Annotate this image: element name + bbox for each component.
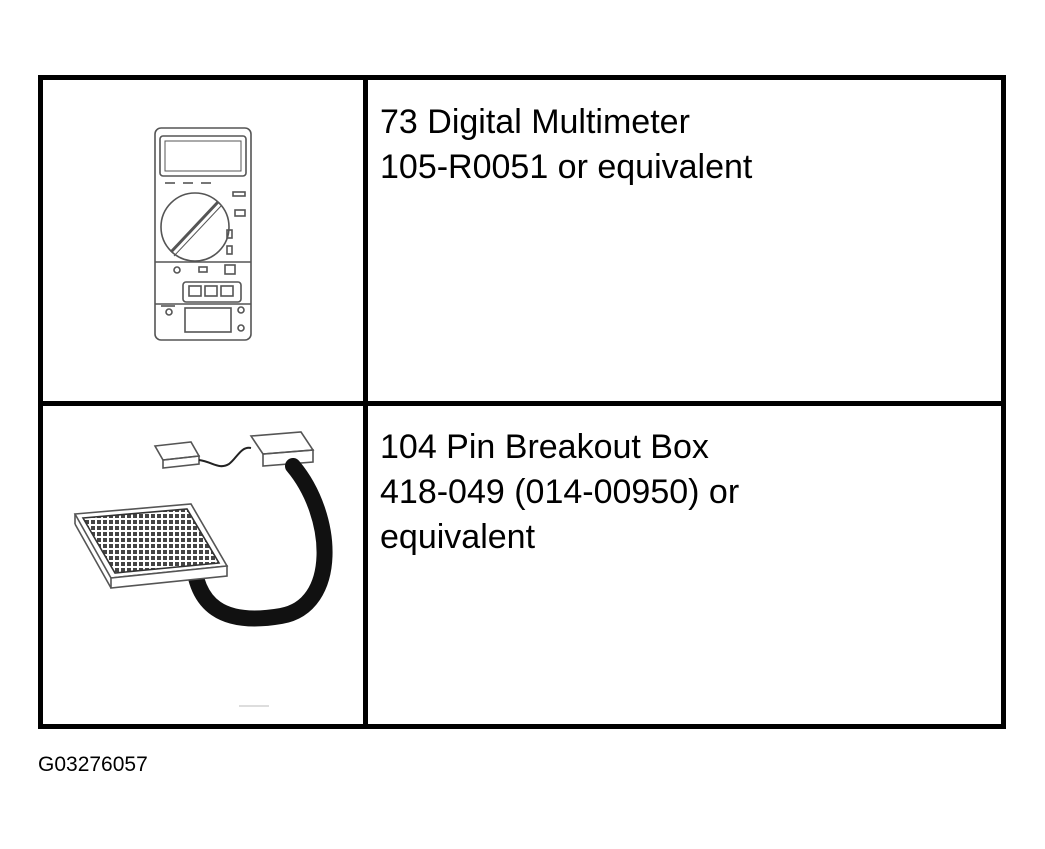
breakout-box-icon [73,431,333,707]
special-tools-table: 73 Digital Multimeter 105-R0051 or equiv… [38,75,1006,729]
tool-part-number-cont: equivalent [380,518,536,556]
tool-description: 73 Digital Multimeter 105-R0051 or equiv… [380,100,980,190]
tool-illustration-cell [43,406,363,724]
digital-multimeter-icon [154,127,252,341]
row-divider [43,401,1001,406]
tool-description: 104 Pin Breakout Box 418-049 (014-00950)… [380,425,980,560]
tool-illustration-cell [43,80,363,401]
figure-id: G03276057 [38,753,148,776]
tool-name: 104 Pin Breakout Box [380,428,709,466]
tool-part-number: 418-049 (014-00950) or [380,473,740,511]
tool-name: 73 Digital Multimeter [380,103,690,141]
tool-part-number: 105-R0051 or equivalent [380,148,753,186]
